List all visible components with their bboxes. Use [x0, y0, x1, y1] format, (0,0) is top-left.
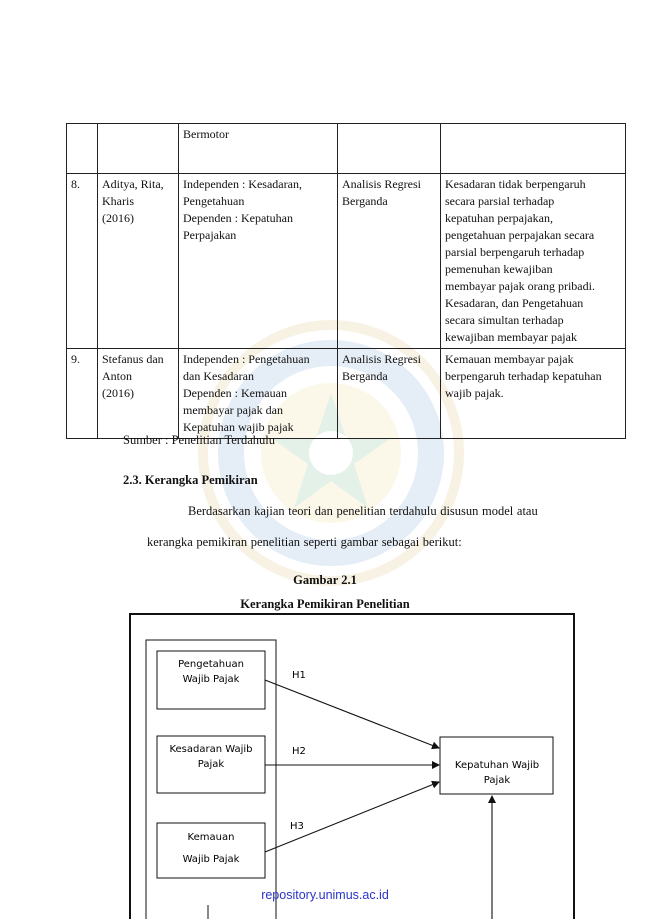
- result-line: pemenuhan kewajiban: [445, 262, 553, 276]
- hypothesis-label-h3: H3: [290, 821, 304, 832]
- table-row: 9. Stefanus dan Anton (2016) Independen …: [66, 348, 626, 439]
- variables-line: Independen : Kesadaran,: [183, 177, 302, 191]
- variables-line: Kepatuhan wajib pajak: [183, 420, 294, 434]
- box-pengetahuan-line1: Pengetahuan: [178, 659, 244, 670]
- variables-line: Independen : Pengetahuan: [183, 352, 310, 366]
- cell-author: Aditya, Rita, Kharis (2016): [97, 173, 179, 349]
- arrow-h1: [264, 679, 440, 750]
- literature-table: Bermotor 8. Aditya, Rita, Kharis (2016) …: [66, 123, 626, 439]
- table-row: Bermotor: [66, 123, 626, 174]
- arrow-h3: [264, 780, 440, 853]
- author-line: Kharis: [102, 194, 134, 208]
- cell-method: Analisis Regresi Berganda: [337, 173, 441, 349]
- box-kemauan: [156, 822, 266, 879]
- variables-line: Bermotor: [183, 127, 229, 141]
- variables-line: Dependen : Kemauan: [183, 386, 287, 400]
- result-line: secara simultan terhadap: [445, 313, 564, 327]
- hypothesis-label-h2: H2: [292, 746, 306, 757]
- cell-no: [66, 123, 98, 174]
- author-line: Anton: [102, 369, 132, 383]
- result-line: berpengaruh terhadap kepatuhan: [445, 369, 602, 383]
- table-row: 8. Aditya, Rita, Kharis (2016) Independe…: [66, 173, 626, 349]
- method-line: Analisis Regresi: [342, 177, 421, 191]
- result-line: pengetahuan perpajakan secara: [445, 228, 595, 242]
- cell-variables: Bermotor: [178, 123, 338, 174]
- cell-method: Analisis Regresi Berganda: [337, 348, 441, 439]
- result-line: wajib pajak.: [445, 386, 504, 400]
- result-line: Kesadaran tidak berpengaruh: [445, 177, 586, 191]
- table-source-note: Sumber : Penelitian Terdahulu: [123, 433, 275, 447]
- figure-title: Kerangka Pemikiran Penelitian: [240, 597, 410, 611]
- diagram-outer-frame: [129, 613, 575, 919]
- method-line: Berganda: [342, 194, 388, 208]
- box-pengetahuan: [156, 650, 266, 710]
- author-line: Stefanus dan: [102, 352, 164, 366]
- repository-watermark: repository.unimus.ac.id: [261, 888, 389, 902]
- box-pengetahuan-line2: Wajib Pajak: [183, 674, 240, 685]
- cell-variables: Independen : Pengetahuan dan Kesadaran D…: [178, 348, 338, 439]
- method-line: Berganda: [342, 369, 388, 383]
- variables-line: Dependen : Kepatuhan: [183, 211, 293, 225]
- result-line: Kemauan membayar pajak: [445, 352, 574, 366]
- box-kemauan-line1: Kemauan: [188, 832, 235, 843]
- result-line: kewajiban membayar pajak: [445, 330, 577, 344]
- author-line: (2016): [102, 386, 134, 400]
- box-kemauan-line2: Wajib Pajak: [183, 854, 240, 865]
- section-heading: 2.3. Kerangka Pemikiran: [123, 473, 258, 487]
- cell-result: Kemauan membayar pajak berpengaruh terha…: [440, 348, 626, 439]
- box-kesadaran-line2: Pajak: [198, 759, 225, 770]
- result-line: Kesadaran, dan Pengetahuan: [445, 296, 584, 310]
- variables-line: membayar pajak dan: [183, 403, 283, 417]
- box-kepatuhan-line2: Pajak: [484, 775, 511, 786]
- variables-line: dan Kesadaran: [183, 369, 254, 383]
- box-kepatuhan: [439, 736, 554, 795]
- result-line: parsial berpengaruh terhadap: [445, 245, 585, 259]
- author-line: Aditya, Rita,: [102, 177, 164, 191]
- result-line: secara parsial terhadap: [445, 194, 555, 208]
- variables-line: Pengetahuan: [183, 194, 245, 208]
- author-line: (2016): [102, 211, 134, 225]
- box-kepatuhan-line1: Kepatuhan Wajib: [455, 760, 539, 771]
- cell-variables: Independen : Kesadaran, Pengetahuan Depe…: [178, 173, 338, 349]
- variables-line: Perpajakan: [183, 228, 237, 242]
- figure-number: Gambar 2.1: [293, 573, 357, 587]
- result-line: kepatuhan perpajakan,: [445, 211, 553, 225]
- independent-group-frame: [145, 639, 277, 919]
- box-kesadaran-line1: Kesadaran Wajib: [169, 744, 252, 755]
- box-kesadaran: [156, 735, 266, 794]
- cell-author: Stefanus dan Anton (2016): [97, 348, 179, 439]
- method-line: Analisis Regresi: [342, 352, 421, 366]
- cell-result: Kesadaran tidak berpengaruh secara parsi…: [440, 173, 626, 349]
- result-line: membayar pajak orang pribadi.: [445, 279, 595, 293]
- hypothesis-label-h1: H1: [292, 670, 306, 681]
- paragraph-line: Berdasarkan kajian teori dan penelitian …: [188, 504, 538, 518]
- paragraph-line: kerangka pemikiran penelitian seperti ga…: [147, 535, 462, 549]
